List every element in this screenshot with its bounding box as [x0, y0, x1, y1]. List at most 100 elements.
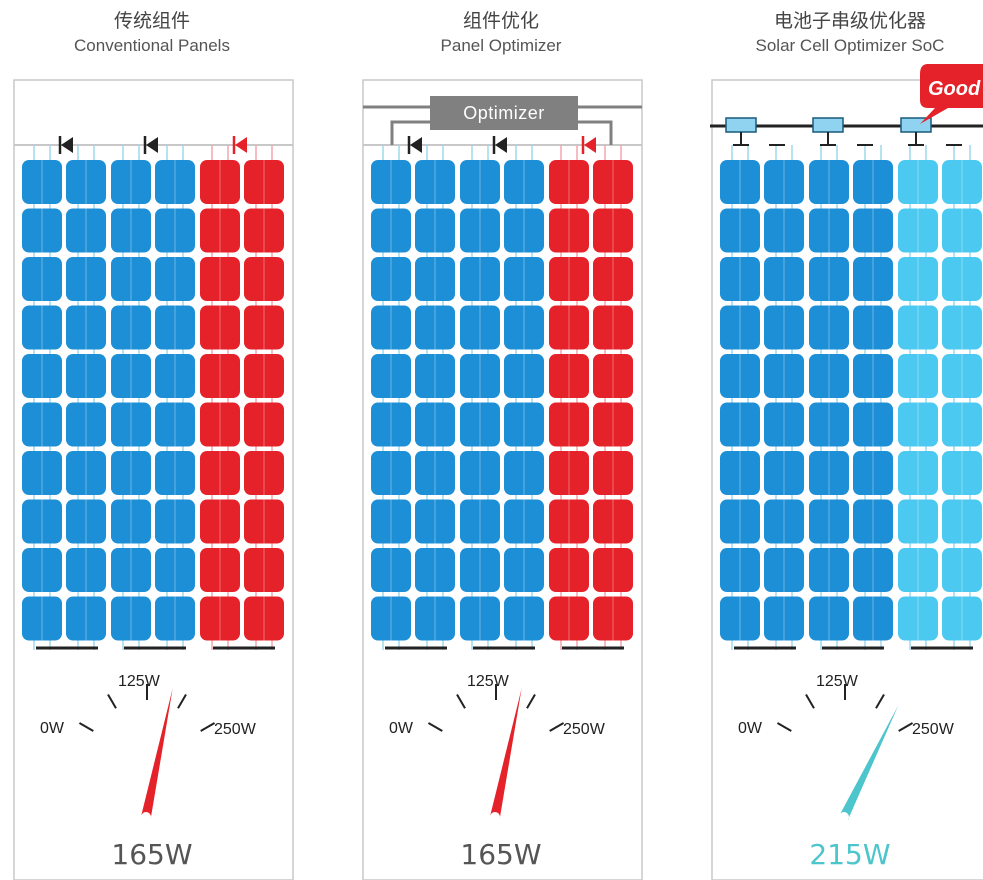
solar-cell: [460, 257, 500, 301]
solar-cell: [504, 402, 544, 447]
solar-cell: [504, 305, 544, 350]
solar-cell: [111, 402, 151, 447]
solar-cell: [200, 354, 240, 398]
solar-cell: [942, 451, 982, 495]
solar-cell: [853, 208, 893, 253]
solar-cell: [942, 354, 982, 398]
gauge-tick: [805, 693, 815, 709]
solar-cell: [155, 305, 195, 350]
solar-cell: [898, 208, 938, 253]
solar-cell: [593, 305, 633, 350]
solar-cell: [244, 451, 284, 495]
optimizer-box: [430, 96, 578, 130]
solar-cell: [898, 257, 938, 301]
solar-cell: [942, 499, 982, 544]
solar-cell: [155, 160, 195, 204]
solar-cell: [764, 548, 804, 592]
solar-cell: [460, 596, 500, 641]
solar-cell: [415, 305, 455, 350]
gauge-tick-max: 250W: [912, 721, 954, 738]
solar-cell: [155, 451, 195, 495]
solar-cell: [155, 548, 195, 592]
bypass-diode-icon: [495, 137, 507, 153]
bypass-diode-icon: [235, 137, 247, 153]
solar-cell: [244, 354, 284, 398]
panel-frame: [362, 79, 643, 880]
optimizer-label: Optimizer: [463, 103, 545, 123]
solar-cell: [244, 499, 284, 544]
solar-cell: [809, 402, 849, 447]
gauge-tick-min: 0W: [389, 720, 413, 737]
solar-cell: [898, 305, 938, 350]
solar-cell: [809, 596, 849, 641]
gauge-tick: [456, 693, 466, 709]
gauge-needle: [141, 688, 173, 819]
solar-cell: [371, 354, 411, 398]
solar-cell: [155, 499, 195, 544]
solar-cell: [111, 596, 151, 641]
solar-cell: [809, 160, 849, 204]
solar-cell: [371, 208, 411, 253]
solar-cell: [504, 160, 544, 204]
solar-cell: [720, 257, 760, 301]
solar-cell: [853, 548, 893, 592]
solar-cell: [720, 499, 760, 544]
solar-cell: [549, 257, 589, 301]
solar-cell: [415, 160, 455, 204]
bypass-diode-icon: [146, 137, 158, 153]
solar-cell: [460, 208, 500, 253]
optimizer-lead-right: [578, 120, 613, 145]
gauge-needle: [840, 705, 899, 821]
panel-title-conventional: 传统组件 Conventional Panels: [2, 8, 302, 58]
solar-cell: [22, 451, 62, 495]
solar-cell: [200, 548, 240, 592]
solar-cell: [200, 305, 240, 350]
gauge-tick-min: 0W: [40, 720, 64, 737]
solar-cell: [593, 257, 633, 301]
solar-cell: [504, 548, 544, 592]
solar-cell: [155, 402, 195, 447]
solar-cell: [764, 305, 804, 350]
title-cn: 电池子串级优化器: [773, 10, 926, 32]
solar-cell: [22, 305, 62, 350]
solar-cell: [898, 451, 938, 495]
solar-cell: [809, 208, 849, 253]
panel-frame: [711, 79, 983, 880]
solar-cell: [898, 499, 938, 544]
solar-cell: [764, 160, 804, 204]
solar-cell: [200, 499, 240, 544]
solar-cell: [549, 402, 589, 447]
gauge-tick: [78, 722, 94, 732]
gauge-tick-mid: 125W: [467, 673, 509, 690]
solar-cell: [111, 257, 151, 301]
solar-cell: [371, 451, 411, 495]
gauge-tick: [875, 693, 885, 709]
solar-cell: [22, 596, 62, 641]
soc-optimizer-chip: [725, 117, 757, 133]
solar-cell: [593, 354, 633, 398]
solar-cell: [593, 596, 633, 641]
solar-cell: [244, 596, 284, 641]
solar-cell: [764, 451, 804, 495]
solar-cell: [504, 596, 544, 641]
solar-cell: [415, 354, 455, 398]
solar-cell: [66, 548, 106, 592]
solar-cell: [415, 548, 455, 592]
solar-cell: [244, 257, 284, 301]
gauge-needle: [490, 688, 522, 819]
solar-cell: [764, 402, 804, 447]
solar-cell: [460, 548, 500, 592]
solar-cell: [200, 596, 240, 641]
solar-cell: [22, 548, 62, 592]
solar-cell: [593, 548, 633, 592]
soc-optimizer-chip: [812, 117, 844, 133]
solar-cell: [853, 257, 893, 301]
gauge-value-conventional: 165W: [111, 838, 193, 871]
solar-cell: [942, 257, 982, 301]
solar-cell: [720, 548, 760, 592]
solar-cell: [764, 208, 804, 253]
solar-cell: [22, 499, 62, 544]
solar-cell: [720, 305, 760, 350]
solar-cell: [898, 548, 938, 592]
